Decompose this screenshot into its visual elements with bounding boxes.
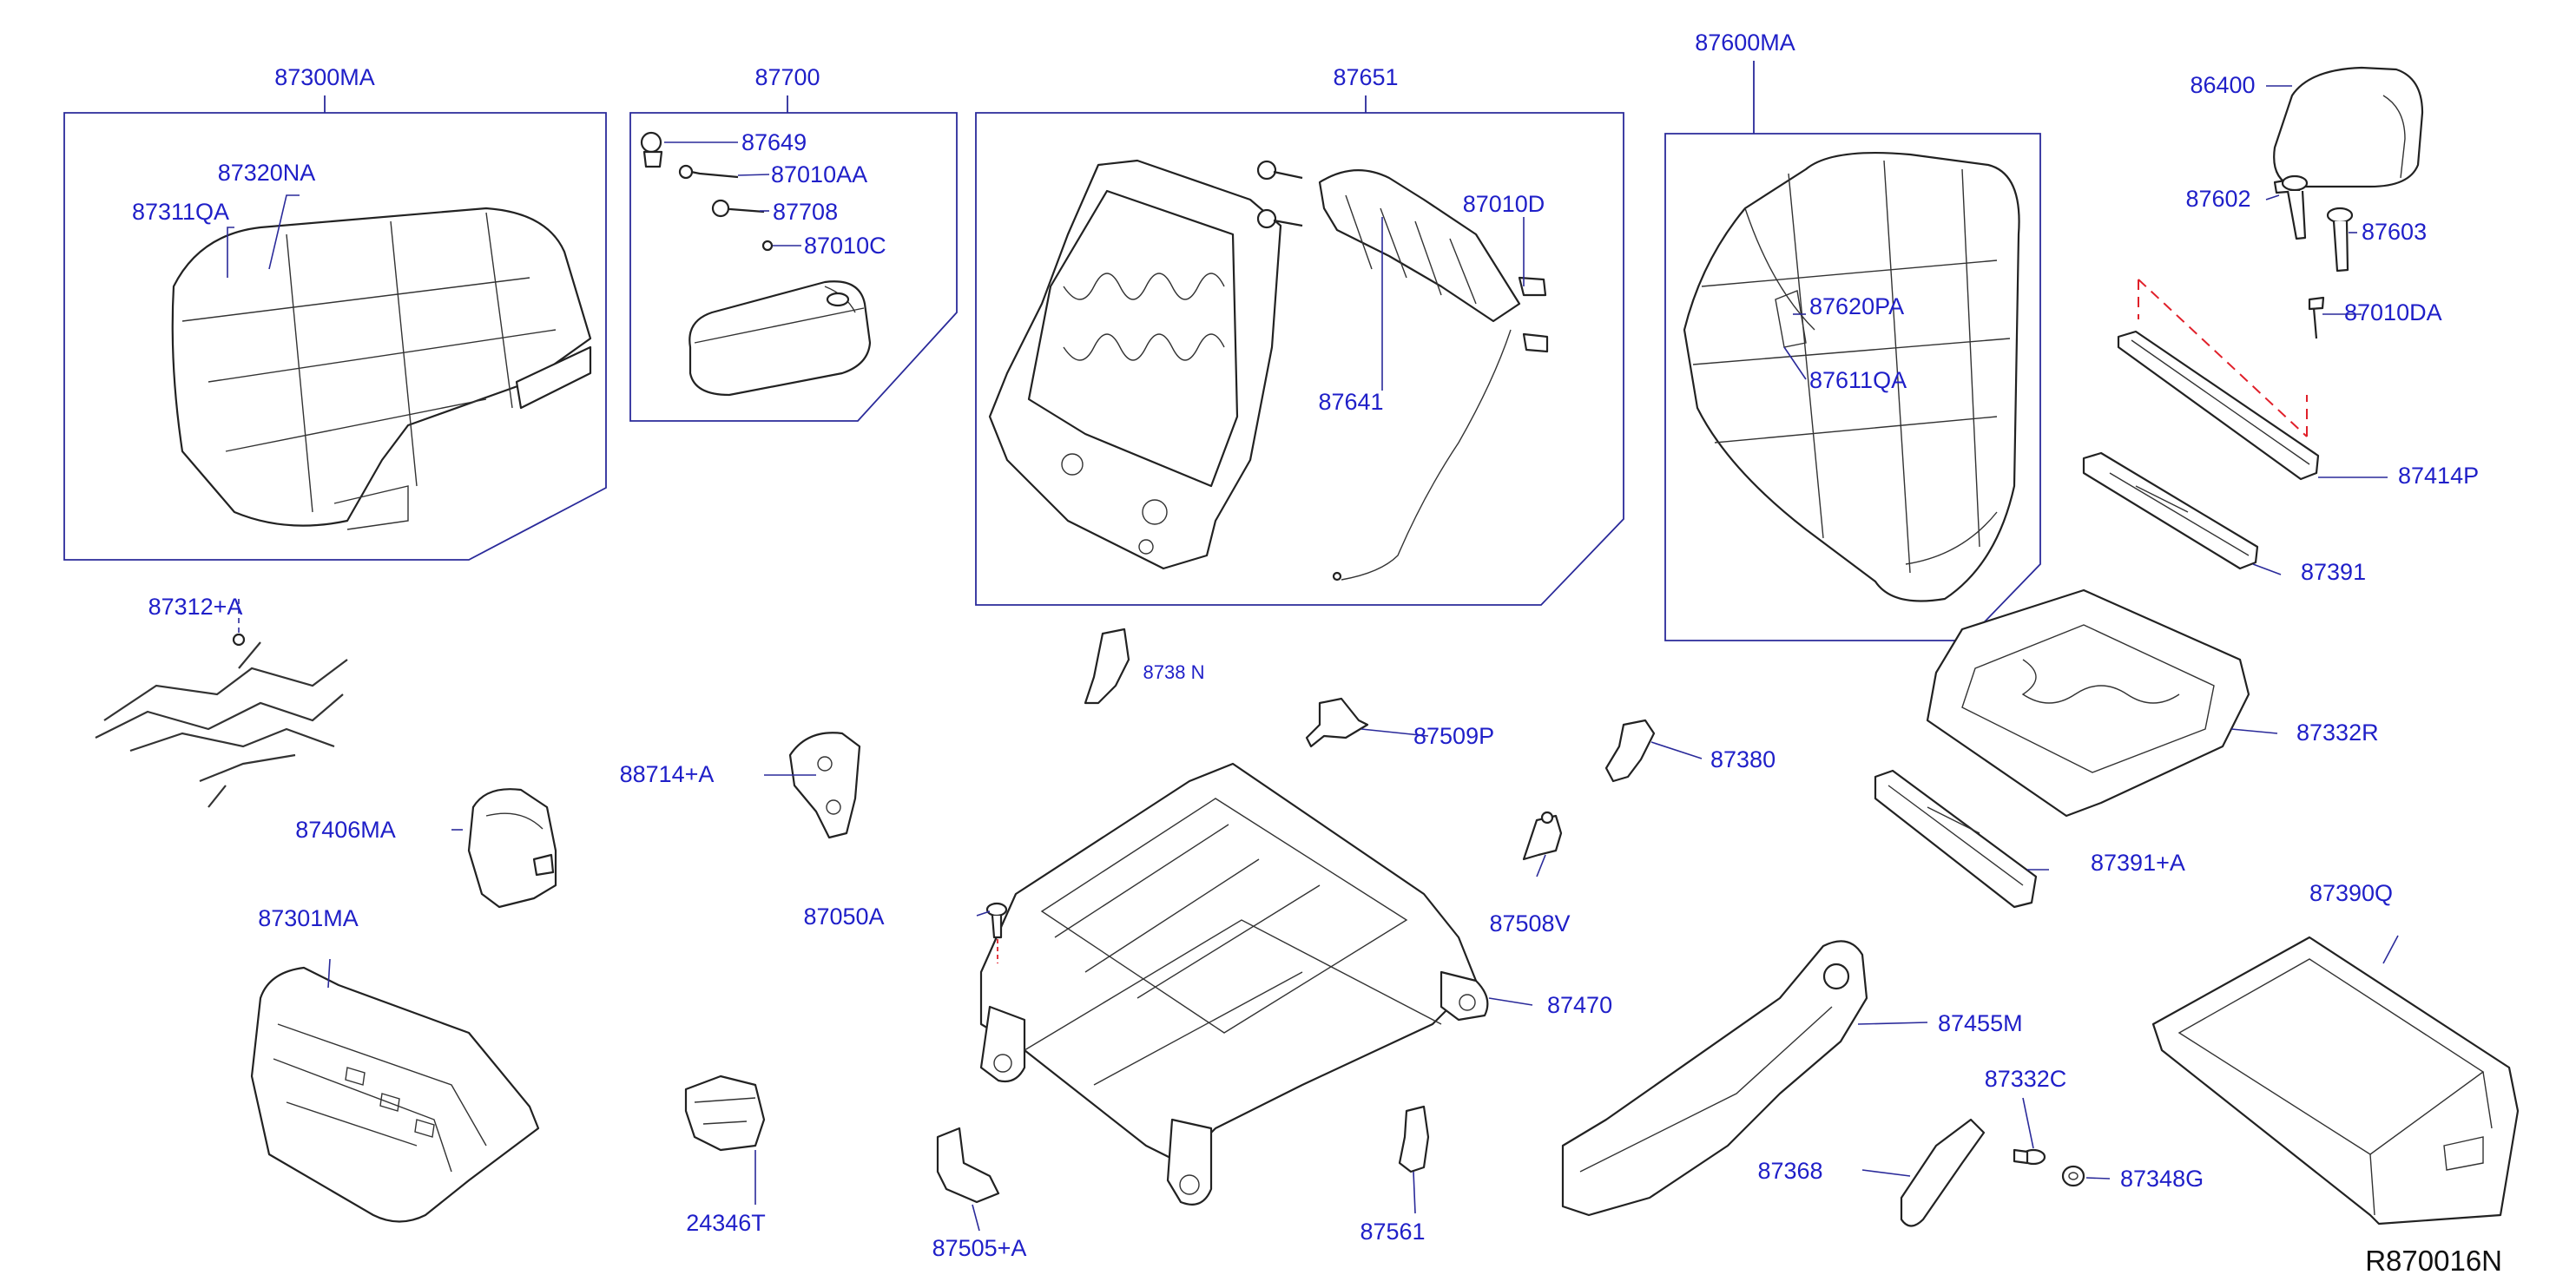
box-87600MA xyxy=(1664,133,2041,641)
callout-87312A: 87312+A xyxy=(148,594,243,620)
part-87380 xyxy=(1604,719,1656,783)
callout-87603: 87603 xyxy=(2362,219,2427,245)
callout-87700: 87700 xyxy=(754,64,820,90)
callout-87649: 87649 xyxy=(741,129,807,155)
callout-24346T: 24346T xyxy=(686,1210,766,1236)
part-headrest xyxy=(2273,66,2424,339)
part-lower-rail xyxy=(1874,769,2038,909)
part-storage-tray xyxy=(2151,936,2520,1226)
callout-87050A: 87050A xyxy=(803,904,884,930)
callout-87010C: 87010C xyxy=(804,233,886,259)
part-seat-cushion xyxy=(171,207,592,530)
part-bracket-rails xyxy=(2082,330,2320,570)
callout-87368: 87368 xyxy=(1757,1158,1822,1184)
part-spring xyxy=(95,599,348,808)
callout-87509P: 87509P xyxy=(1413,723,1494,749)
part-lumbar-support xyxy=(1256,160,1549,582)
part-seat-back-frame xyxy=(988,159,1282,570)
callout-87406MA: 87406MA xyxy=(295,817,396,843)
callout-87470: 87470 xyxy=(1547,992,1612,1018)
callout-87611QA: 87611QA xyxy=(1809,367,1907,393)
part-88714-bracket xyxy=(788,732,861,839)
callout-labels: 87300MA 87320NA 87311QA 87700 87649 8701… xyxy=(132,30,2479,1261)
callout-8738N: 8738 N xyxy=(1143,661,1205,683)
callout-87651: 87651 xyxy=(1333,64,1398,90)
callout-87390Q: 87390Q xyxy=(2309,880,2393,906)
box-87651 xyxy=(975,112,1624,606)
callout-87600MA: 87600MA xyxy=(1695,30,1795,56)
box-87300MA xyxy=(63,112,607,561)
part-armrest-hardware xyxy=(640,131,872,397)
part-87508V xyxy=(1522,811,1563,861)
callout-87300MA: 87300MA xyxy=(274,64,375,90)
part-bolt-87050A xyxy=(985,902,1008,963)
part-side-cover xyxy=(467,788,557,909)
part-lever-hardware xyxy=(1900,1118,2085,1227)
part-connector-24346T xyxy=(684,1074,766,1152)
box-87700 xyxy=(629,112,958,422)
callout-87641: 87641 xyxy=(1318,389,1383,415)
callout-87320NA: 87320NA xyxy=(218,160,316,186)
part-seat-pan xyxy=(1926,588,2250,818)
part-seat-back-trim xyxy=(1683,151,2020,602)
callout-87602: 87602 xyxy=(2185,186,2250,212)
callout-87301MA: 87301MA xyxy=(258,905,359,931)
callout-87561: 87561 xyxy=(1360,1219,1425,1245)
callout-87455M: 87455M xyxy=(1938,1010,2023,1036)
callout-87391A: 87391+A xyxy=(2091,850,2185,876)
callout-87332R: 87332R xyxy=(2296,720,2379,746)
callout-87391: 87391 xyxy=(2301,559,2366,585)
callout-86400: 86400 xyxy=(2190,72,2255,98)
callout-87414P: 87414P xyxy=(2398,463,2479,489)
part-side-finisher xyxy=(1561,940,1868,1217)
part-87505A xyxy=(936,1127,1000,1204)
part-87561 xyxy=(1398,1105,1430,1173)
callout-87620PA: 87620PA xyxy=(1809,293,1904,319)
callout-87380: 87380 xyxy=(1710,746,1776,772)
callout-87010AA: 87010AA xyxy=(771,161,867,187)
callout-87708: 87708 xyxy=(773,199,838,225)
part-seat-track-frame xyxy=(979,762,1489,1206)
callout-88714A: 88714+A xyxy=(620,761,715,787)
callout-87508V: 87508V xyxy=(1489,910,1570,936)
dashed-install-line xyxy=(2138,279,2308,437)
part-87509P xyxy=(1305,697,1369,748)
diagram-reference-code: R870016N xyxy=(2365,1245,2502,1277)
callout-87348G: 87348G xyxy=(2120,1166,2204,1192)
callout-87010D: 87010D xyxy=(1463,191,1545,217)
part-cushion-frame xyxy=(250,966,540,1223)
callout-87332C: 87332C xyxy=(1985,1066,2067,1092)
callout-87505A: 87505+A xyxy=(932,1235,1027,1261)
callout-87311QA: 87311QA xyxy=(132,199,229,225)
group-boxes xyxy=(63,61,2041,641)
leader-lines xyxy=(227,85,2399,1232)
part-top-bracket xyxy=(1084,628,1130,705)
callout-87010DA: 87010DA xyxy=(2344,299,2442,325)
